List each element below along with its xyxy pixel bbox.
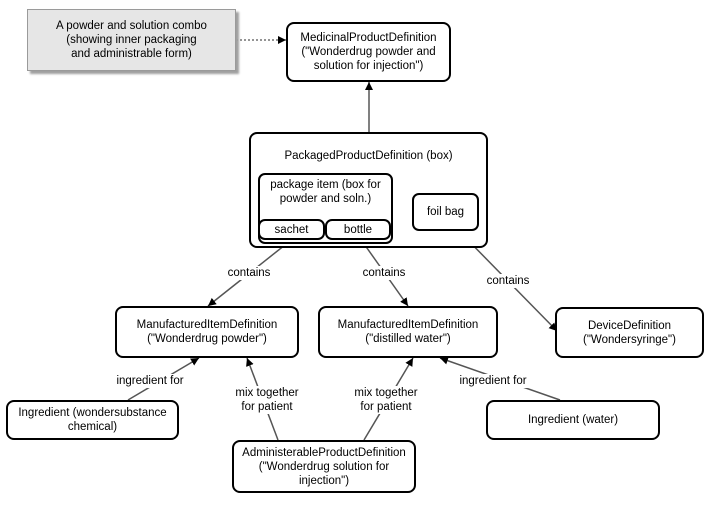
ingredient-water-node: Ingredient (water) <box>486 400 660 440</box>
edge-label-ingredient-for-water: ingredient for <box>455 374 531 388</box>
edge-label-contains-bottle: contains <box>357 266 411 280</box>
ingredient-chemical-node: Ingredient (wondersubstance chemical) <box>6 400 179 440</box>
packaged-product-node: PackagedProductDefinition (box) package … <box>249 132 488 248</box>
edge-label-mix-powder: mix together for patient <box>228 386 306 414</box>
edge-label-contains-foil: contains <box>481 274 535 288</box>
manufactured-water-node: ManufacturedItemDefinition ("distilled w… <box>318 306 498 358</box>
device-node: DeviceDefinition ("Wondersyringe") <box>555 307 704 358</box>
manufactured-powder-node: ManufacturedItemDefinition ("Wonderdrug … <box>115 306 299 358</box>
medicinal-product-node: MedicinalProductDefinition ("Wonderdrug … <box>286 22 451 82</box>
foil-bag-node: foil bag <box>412 193 479 231</box>
bottle-node: bottle <box>325 219 391 240</box>
edge-label-contains-sachet: contains <box>222 266 276 280</box>
edge-label-mix-water: mix together for patient <box>347 386 425 414</box>
sachet-node: sachet <box>258 219 325 240</box>
packaged-product-title: PackagedProductDefinition (box) <box>284 150 453 162</box>
package-item-title: package item (box for powder and soln.) <box>270 179 381 205</box>
annotation-note: A powder and solution combo (showing inn… <box>27 9 236 71</box>
administerable-product-node: AdministerableProductDefinition ("Wonder… <box>232 440 416 493</box>
edge-label-ingredient-for-chemical: ingredient for <box>112 374 188 388</box>
